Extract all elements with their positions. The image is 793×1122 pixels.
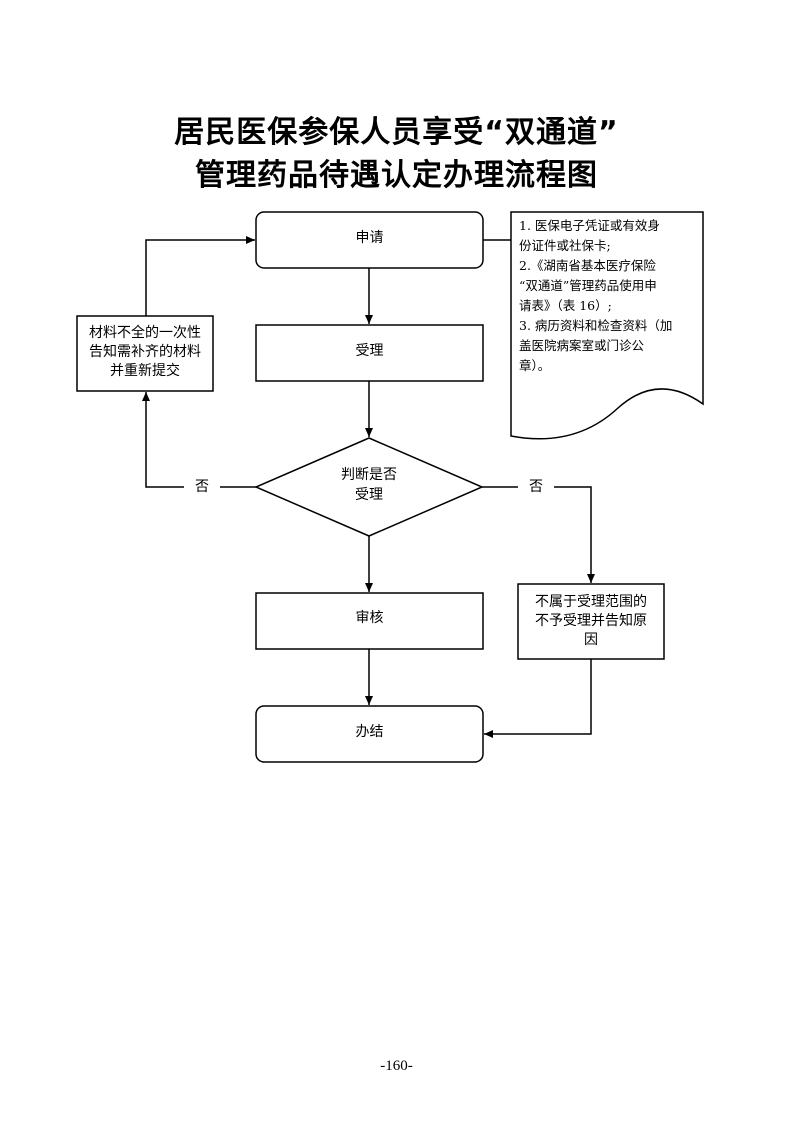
edge-supplement-apply (145, 236, 255, 316)
complete-label: 办结 (355, 724, 384, 740)
materials-line: 章）。 (519, 358, 551, 373)
supplement-label-2: 告知需补齐的材料 (89, 344, 201, 360)
materials-document (510, 211, 704, 440)
edge-decision-reject-2 (554, 486, 595, 583)
materials-line: 请表》（表 16）; (519, 298, 612, 313)
materials-line: “双通道”管理药品使用申 (519, 278, 657, 293)
complete-box (255, 705, 484, 763)
supplement-label-3: 并重新提交 (110, 363, 180, 379)
apply-label: 申请 (355, 230, 384, 246)
review-label: 审核 (355, 610, 384, 626)
materials-line: 1. 医保电子凭证或有效身 (519, 218, 660, 233)
materials-list: 1. 医保电子凭证或有效身 份证件或社保卡; 2.《湖南省基本医疗保险 “双通道… (519, 216, 699, 376)
materials-line: 盖医院病案室或门诊公 (519, 338, 645, 353)
edge-reject-complete (484, 659, 592, 738)
supplement-label-1: 材料不全的一次性 (89, 325, 201, 341)
reject-label-3: 因 (584, 632, 598, 648)
accept-label: 受理 (355, 343, 384, 359)
reject-label-1: 不属于受理范围的 (535, 594, 647, 610)
title-line-2: 管理药品待遇认定办理流程图 (195, 158, 598, 193)
materials-line: 3. 病历资料和检查资料（加 (519, 318, 673, 333)
edge-label-no-right: 否 (529, 479, 543, 495)
materials-line: 2.《湖南省基本医疗保险 (519, 258, 656, 273)
edge-label-no-left: 否 (195, 479, 209, 495)
edge-decision-supplement-2 (142, 392, 184, 488)
page-number: -160- (380, 1058, 413, 1074)
reject-label-2: 不予受理并告知原 (535, 613, 647, 629)
materials-line: 份证件或社保卡; (519, 238, 611, 253)
decision-label-1: 判断是否 (341, 467, 397, 483)
title-line-1: 居民医保参保人员享受“双通道” (174, 115, 619, 150)
supplement-box (76, 315, 214, 392)
decision-label-2: 受理 (355, 487, 383, 503)
